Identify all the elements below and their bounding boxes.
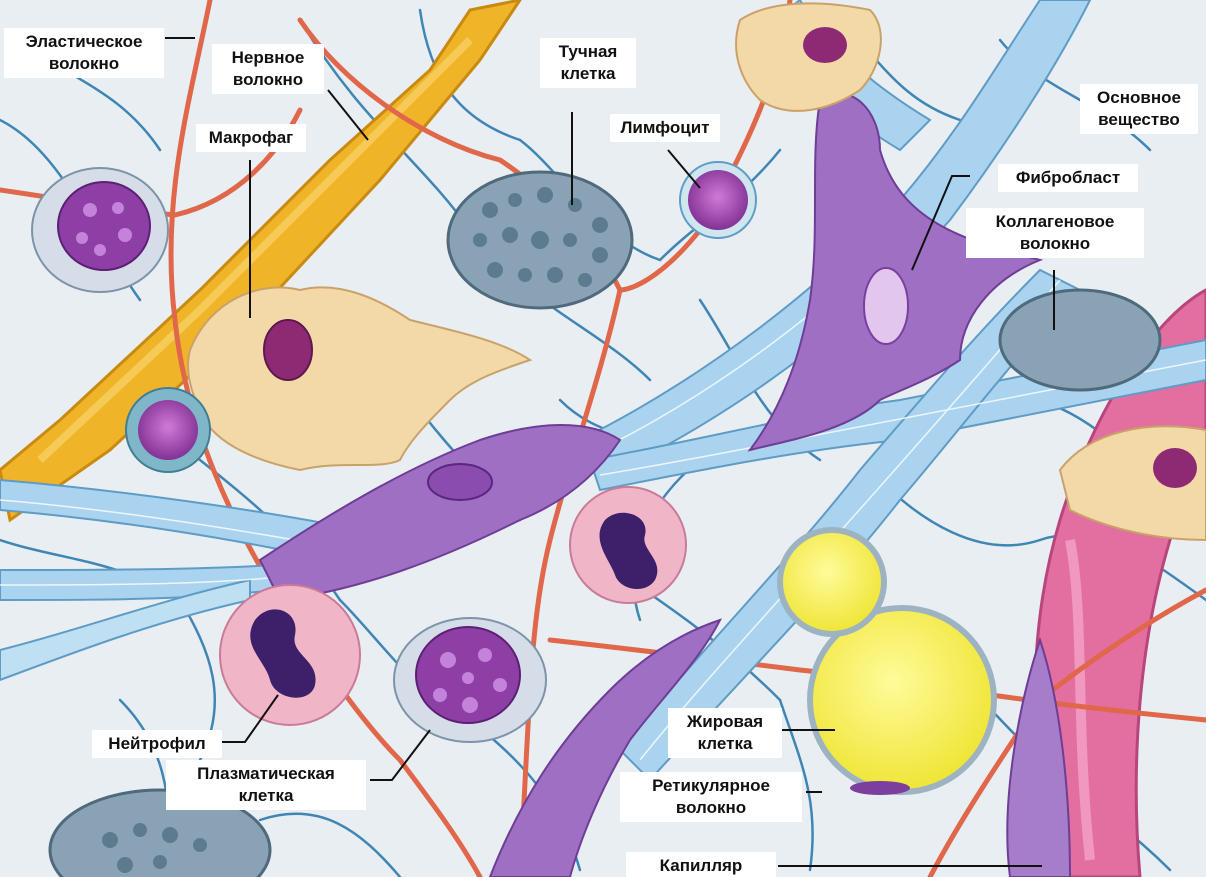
label-neutrophil-text: Нейтрофил — [100, 733, 214, 755]
label-capillary: Капилляр — [626, 852, 776, 877]
label-plasma-cell: Плазматическая клетка — [166, 760, 366, 810]
label-plasma-cell-line2: клетка — [174, 785, 358, 807]
label-macrophage-text: Макрофаг — [204, 127, 298, 149]
label-fat-cell-line2: клетка — [676, 733, 774, 755]
label-mast-cell-line1: Тучная — [548, 41, 628, 63]
label-ground-substance-line2: вещество — [1088, 109, 1190, 131]
label-fibroblast-text: Фибробласт — [1006, 167, 1130, 189]
macrophage-nucleus — [264, 320, 312, 380]
label-plasma-cell-line1: Плазматическая — [174, 763, 358, 785]
label-elastic-fiber: Эластическое волокно — [4, 28, 164, 78]
fibroblast-main-nucleus — [864, 268, 908, 344]
fat-cell-upper — [780, 530, 884, 634]
label-nerve-fiber: Нервное волокно — [212, 44, 324, 94]
label-collagen-fiber-line2: волокно — [974, 233, 1136, 255]
label-ground-substance: Основное вещество — [1080, 84, 1198, 134]
label-fat-cell: Жировая клетка — [668, 708, 782, 758]
label-neutrophil: Нейтрофил — [92, 730, 222, 758]
label-reticular-fiber-line2: волокно — [628, 797, 794, 819]
label-mast-cell-line2: клетка — [548, 63, 628, 85]
label-macrophage: Макрофаг — [196, 124, 306, 152]
label-reticular-fiber-line1: Ретикулярное — [628, 775, 794, 797]
label-ground-substance-line1: Основное — [1088, 87, 1190, 109]
label-nerve-fiber-line2: волокно — [220, 69, 316, 91]
label-lymphocyte-text: Лимфоцит — [618, 117, 712, 139]
label-reticular-fiber: Ретикулярное волокно — [620, 772, 802, 822]
label-nerve-fiber-line1: Нервное — [220, 47, 316, 69]
label-fat-cell-line1: Жировая — [676, 711, 774, 733]
label-elastic-fiber-line2: волокно — [12, 53, 156, 75]
mast-cell-right — [1000, 290, 1160, 390]
label-collagen-fiber-line1: Коллагеновое — [974, 211, 1136, 233]
fibroblast-left-nucleus — [428, 464, 492, 500]
label-lymphocyte: Лимфоцит — [610, 114, 720, 142]
label-mast-cell: Тучная клетка — [540, 38, 636, 88]
label-fibroblast: Фибробласт — [998, 164, 1138, 192]
label-capillary-text: Капилляр — [634, 855, 768, 877]
label-collagen-fiber: Коллагеновое волокно — [966, 208, 1144, 258]
label-elastic-fiber-line1: Эластическое — [12, 31, 156, 53]
